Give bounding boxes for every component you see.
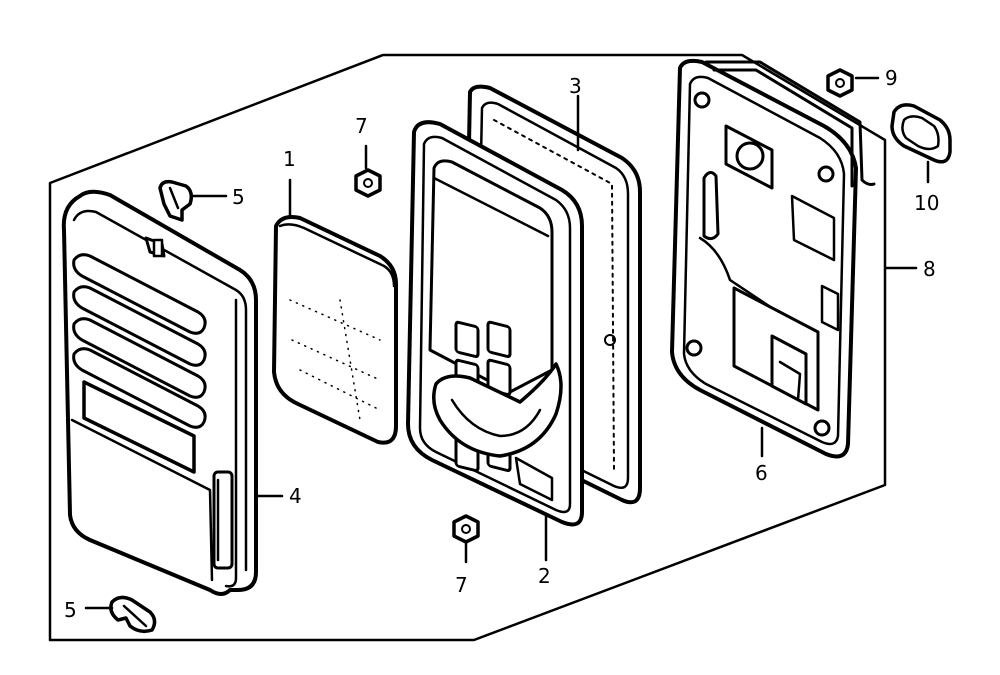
- nut-bottom: [452, 514, 480, 544]
- callout-3: 3: [569, 74, 582, 98]
- nut-top: [354, 168, 382, 198]
- callout-5-top: 5: [232, 185, 245, 209]
- callout-7-top: 7: [355, 114, 368, 138]
- callout-9: 9: [885, 66, 898, 90]
- flange-nut: [826, 68, 854, 98]
- air-cleaner-case: [406, 120, 584, 527]
- case-base-plate: [670, 58, 876, 459]
- cover-clip-bottom: [109, 595, 157, 634]
- callout-5-bottom: 5: [64, 598, 77, 622]
- callout-6: 6: [755, 461, 768, 485]
- cover-side-tab: [212, 470, 234, 570]
- carburetor-gasket: [890, 103, 952, 164]
- callout-1: 1: [283, 147, 296, 171]
- callout-2: 2: [538, 564, 551, 588]
- cover-label-recess: [82, 380, 196, 474]
- callout-7-bottom: 7: [455, 573, 468, 597]
- filter-element: [272, 215, 398, 445]
- callout-8: 8: [923, 257, 936, 281]
- assembly-boundary: [48, 53, 887, 642]
- callout-10: 10: [914, 191, 939, 215]
- air-cleaner-cover: [61, 189, 258, 596]
- case-elbow-duct: [432, 362, 563, 458]
- cover-clip-top: [158, 179, 194, 222]
- callout-4: 4: [289, 484, 302, 508]
- cover-louvres: [72, 253, 207, 429]
